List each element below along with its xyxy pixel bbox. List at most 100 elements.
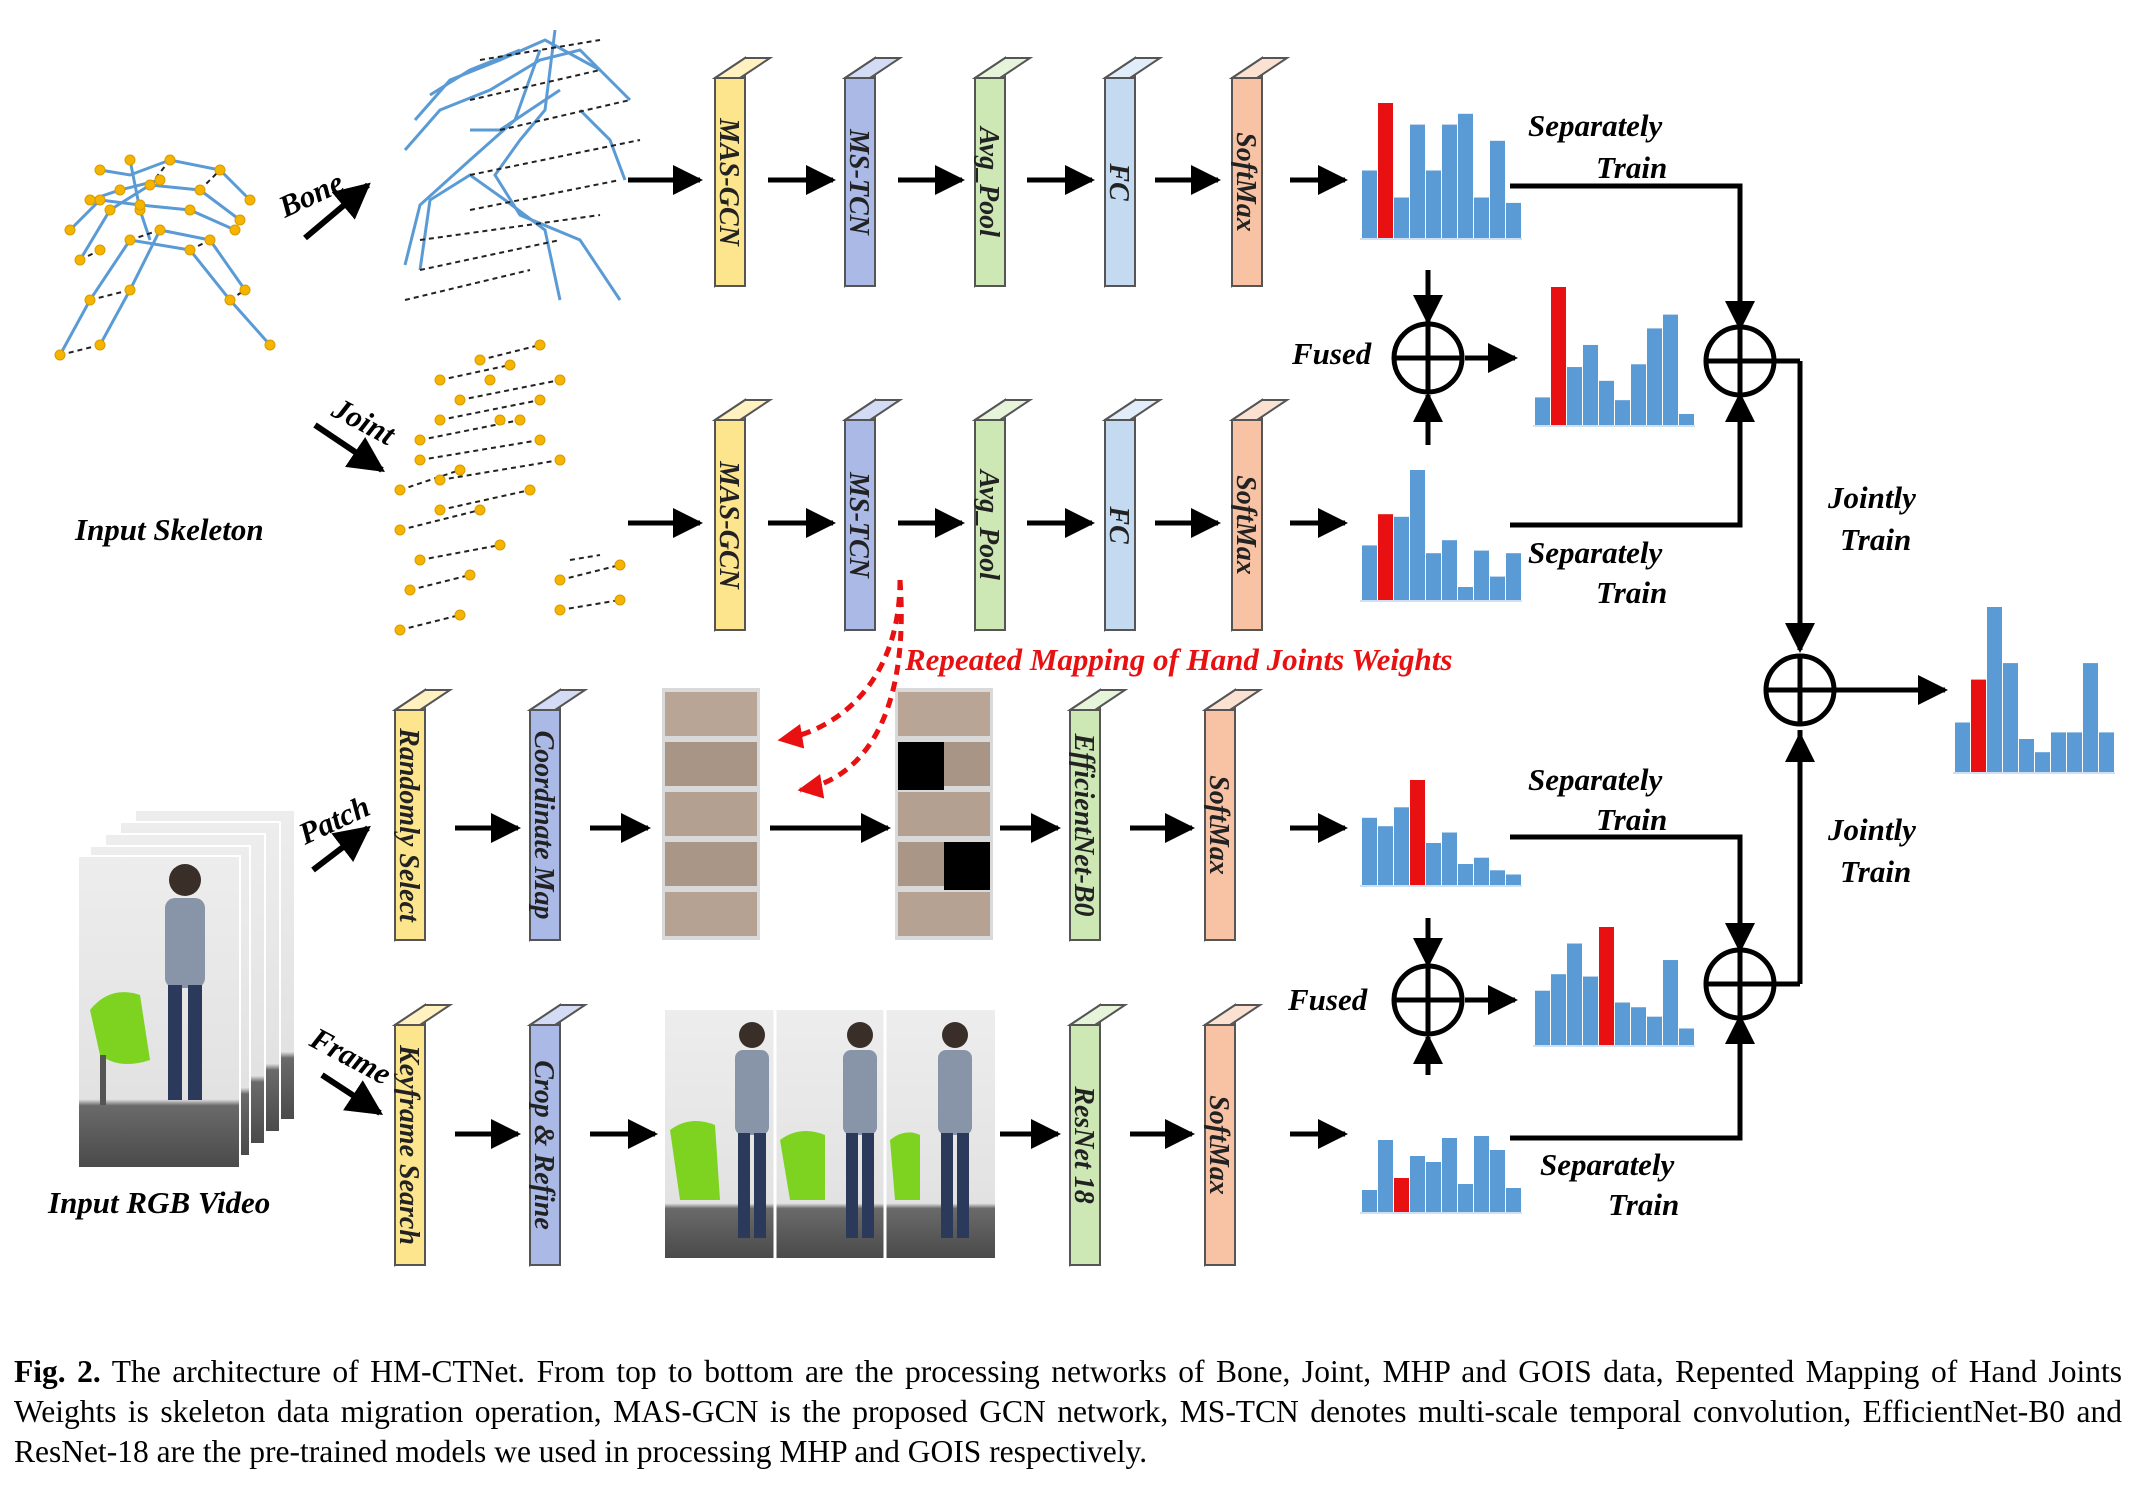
input-skeleton-graphic: [58, 158, 272, 356]
histogram-bar: [1490, 1150, 1505, 1212]
jointly-train-label-2b: Train: [1840, 854, 1911, 889]
block-randomly-select: Randomly Select: [391, 688, 454, 942]
histogram-bar: [1442, 832, 1457, 885]
histogram-fused-top: [1533, 287, 1695, 427]
fused-label-top: Fused: [1291, 336, 1372, 371]
separately-train-label-4a: Separately: [1540, 1147, 1675, 1182]
joint-pointcloud-points: [394, 339, 626, 636]
histogram-bar-highlight: [1599, 927, 1614, 1045]
masked-patch: [944, 842, 990, 890]
histogram-bar: [1679, 413, 1694, 425]
figure-caption: Fig. 2. The architecture of HM-CTNet. Fr…: [14, 1352, 2122, 1472]
fused-label-bottom: Fused: [1287, 982, 1368, 1017]
histogram-bar: [1551, 974, 1566, 1045]
histogram-bar: [1410, 470, 1425, 600]
histogram-bar: [1631, 1007, 1646, 1045]
histogram-bar: [1615, 400, 1630, 425]
histogram-bar: [1647, 328, 1662, 425]
fc-label: FC: [1103, 162, 1134, 201]
histogram-fused-bottom: [1533, 927, 1695, 1047]
histogram-bar: [1458, 1184, 1473, 1212]
keyframe-search-label: Keyframe Search: [393, 1044, 424, 1245]
bone-skeleton-links: [404, 39, 641, 301]
histogram-bar: [2019, 739, 2034, 772]
ms-tcn-label: MS-TCN: [843, 471, 874, 580]
fusion-operator: [1763, 653, 1837, 727]
histogram-bar: [1615, 1002, 1630, 1045]
pipeline-arrows: [455, 165, 1348, 1149]
fusion-connectors: [1413, 183, 1948, 1141]
randomly-select-label: Randomly Select: [393, 727, 424, 923]
block-softmax-joint: SoftMax: [1228, 398, 1291, 632]
histogram-bar: [1663, 960, 1678, 1045]
histogram-bar: [1474, 197, 1489, 238]
separately-train-label-1a: Separately: [1528, 108, 1663, 143]
histogram-bar: [1442, 124, 1457, 238]
architecture-diagram: Input Skeleton: [47, 29, 2115, 1267]
block-avg-pool-joint: Avg_Pool: [971, 398, 1034, 632]
block-resnet-18: ResNet 18: [1066, 1003, 1129, 1267]
patch-branch-label: Patch: [292, 788, 375, 851]
histogram-bar: [1394, 516, 1409, 600]
softmax-label: SoftMax: [1203, 775, 1234, 875]
frame-branch-label: Frame: [304, 1020, 398, 1092]
histogram-joint: [1360, 470, 1522, 602]
avg-pool-label: Avg_Pool: [973, 468, 1004, 580]
histogram-bar: [1410, 124, 1425, 238]
block-ms-tcn-joint: MS-TCN: [841, 398, 904, 632]
joint-pointcloud-links: [399, 344, 621, 631]
histogram-bar: [1506, 1188, 1521, 1212]
block-efficientnet-b0: EfficientNet-B0: [1066, 688, 1129, 942]
block-ms-tcn-bone: MS-TCN: [841, 56, 904, 288]
block-keyframe-search: Keyframe Search: [391, 1003, 454, 1267]
histogram-bar: [1362, 170, 1377, 238]
fusion-operator: [1391, 963, 1465, 1037]
histogram-bar: [1506, 553, 1521, 600]
separately-train-label-3b: Train: [1596, 802, 1667, 837]
softmax-label: SoftMax: [1203, 1095, 1234, 1195]
separately-train-label-1b: Train: [1596, 150, 1667, 185]
input-rgb-video-graphic: [77, 809, 296, 1169]
caption-text: The architecture of HM-CTNet. From top t…: [14, 1354, 2122, 1469]
block-fc-joint: FC: [1101, 398, 1164, 632]
histogram-bar: [1955, 722, 1970, 772]
histogram-bar: [2035, 752, 2050, 772]
block-coordinate-map: Coordinate Map: [526, 688, 589, 942]
histogram-bar: [1394, 807, 1409, 885]
coordinate-map-label: Coordinate Map: [528, 730, 559, 919]
ms-tcn-label: MS-TCN: [843, 128, 874, 237]
histogram-bar: [1362, 1190, 1377, 1212]
repeated-mapping-label: Repeated Mapping of Hand Joints Weights: [904, 642, 1452, 677]
histogram-bar: [1599, 380, 1614, 425]
input-skeleton-label: Input Skeleton: [74, 512, 264, 547]
block-mas-gcn-joint: MAS-GCN: [711, 398, 774, 632]
separately-train-label-2b: Train: [1596, 575, 1667, 610]
histogram-bar: [1426, 170, 1441, 238]
block-softmax-bone: SoftMax: [1228, 56, 1291, 288]
histogram-patch: [1360, 780, 1522, 887]
block-avg-pool-bone: Avg_Pool: [971, 56, 1034, 288]
block-fc-bone: FC: [1101, 56, 1164, 288]
histogram-bar: [1426, 553, 1441, 600]
histogram-bar: [1442, 540, 1457, 600]
histogram-bar: [1458, 587, 1473, 600]
histogram-bar: [1679, 1028, 1694, 1045]
caption-label: Fig. 2.: [14, 1354, 101, 1389]
separately-train-label-2a: Separately: [1528, 535, 1663, 570]
fc-label: FC: [1103, 505, 1134, 544]
fusion-operator: [1391, 321, 1465, 395]
hand-patch-grid-input: [662, 688, 760, 940]
softmax-label: SoftMax: [1230, 132, 1261, 232]
input-skeleton-joints: [54, 154, 276, 361]
histogram-bar-highlight: [1394, 1178, 1409, 1212]
histogram-bar: [1458, 864, 1473, 885]
histogram-bar: [1490, 140, 1505, 238]
histogram-bar: [1583, 344, 1598, 425]
jointly-train-label-2a: Jointly: [1827, 812, 1916, 847]
input-rgb-video-label: Input RGB Video: [47, 1185, 270, 1220]
histogram-bar: [1442, 1138, 1457, 1212]
mas-gcn-label: MAS-GCN: [713, 460, 744, 590]
bone-skeleton-graphic: [403, 29, 632, 301]
histogram-bar: [1458, 113, 1473, 238]
histogram-bar: [1378, 826, 1393, 885]
